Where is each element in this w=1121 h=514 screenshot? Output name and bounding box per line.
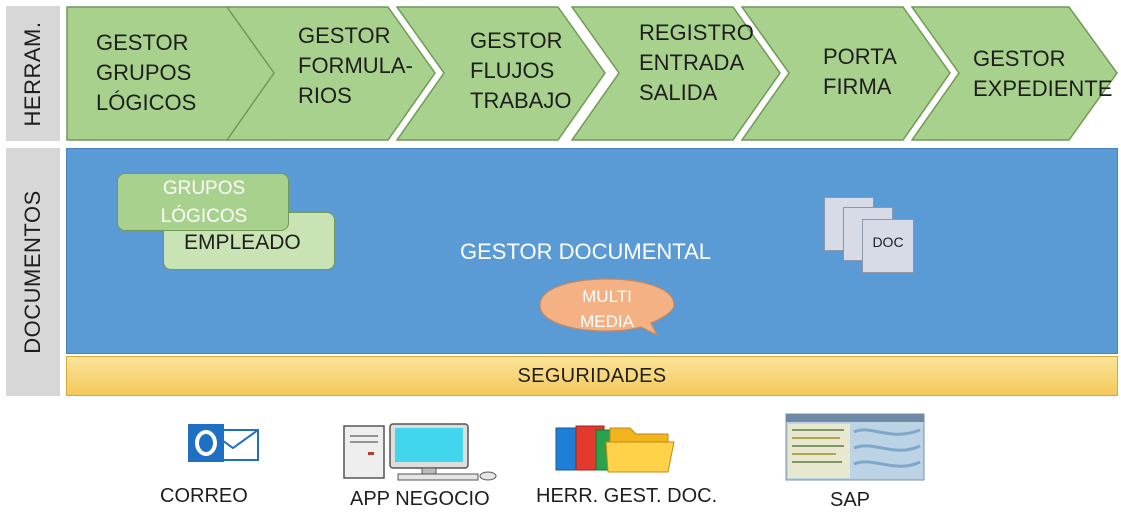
gestor-documental-title: GESTOR DOCUMENTAL [460,239,711,264]
tools-chevron-row: GESTOR GRUPOS LÓGICOS GESTOR FORMULA- RI… [66,6,1118,141]
side-label-documentos: DOCUMENTOS [6,148,60,396]
seguridades-label: SEGURIDADES [517,365,667,387]
side-label-herramientas-text: HERRAM. [20,21,45,126]
app-correo[interactable]: CORREO [150,420,270,510]
chevron-label: GESTOR GRUPOS LÓGICOS [96,30,197,115]
chevron-porta-firma[interactable]: PORTA FIRMA [741,6,951,141]
document-page-icon[interactable]: DOC [862,219,914,273]
folders-icon [555,425,675,473]
multimedia-callout[interactable]: MULTI MEDIA [537,277,687,342]
app-sap[interactable]: SAP [770,412,930,511]
chevron-gestor-grupos-logicos[interactable]: GESTOR GRUPOS LÓGICOS [66,6,276,141]
gestor-documental-area: EMPLEADO GRUPOS LÓGICOS GESTOR DOCUMENTA… [66,148,1118,354]
chevron-label: GESTOR EXPEDIENTE [973,46,1113,101]
desktop-computer-icon [343,423,497,481]
side-label-herramientas: HERRAM. [6,6,60,141]
sap-screen-icon [785,413,925,481]
outlook-mail-icon [188,424,259,462]
grupos-logicos-card[interactable]: GRUPOS LÓGICOS [117,173,289,231]
grupos-logicos-label: GRUPOS LÓGICOS [160,178,248,227]
chevron-label: PORTA FIRMA [823,44,897,99]
chevron-label: REGISTRO ENTRADA SALIDA [639,20,754,105]
app-correo-label: CORREO [160,485,248,507]
doc-label: DOC [872,234,904,250]
chevron-registro-entrada-salida[interactable]: REGISTRO ENTRADA SALIDA [571,6,781,141]
app-negocio-label: APP NEGOCIO [350,488,490,510]
empleado-label: EMPLEADO [184,231,301,254]
chevron-gestor-formularios[interactable]: GESTOR FORMULA- RIOS [226,6,436,141]
speech-bubble-icon [539,278,675,337]
app-negocio[interactable]: APP NEGOCIO [330,420,520,510]
chevron-gestor-expediente[interactable]: GESTOR EXPEDIENTE [911,6,1118,141]
app-sap-label: SAP [830,489,871,511]
seguridades-bar[interactable]: SEGURIDADES [66,356,1118,396]
chevron-gestor-flujos-trabajo[interactable]: GESTOR FLUJOS TRABAJO [396,6,606,141]
app-herr-gest-doc[interactable]: HERR. GEST. DOC. [530,420,750,510]
chevron-label: GESTOR FLUJOS TRABAJO [470,28,572,113]
app-herr-label: HERR. GEST. DOC. [536,485,718,507]
multimedia-label: MULTI MEDIA [580,287,634,331]
side-label-documentos-text: DOCUMENTOS [20,190,45,354]
chevron-label: GESTOR FORMULA- RIOS [298,23,413,108]
